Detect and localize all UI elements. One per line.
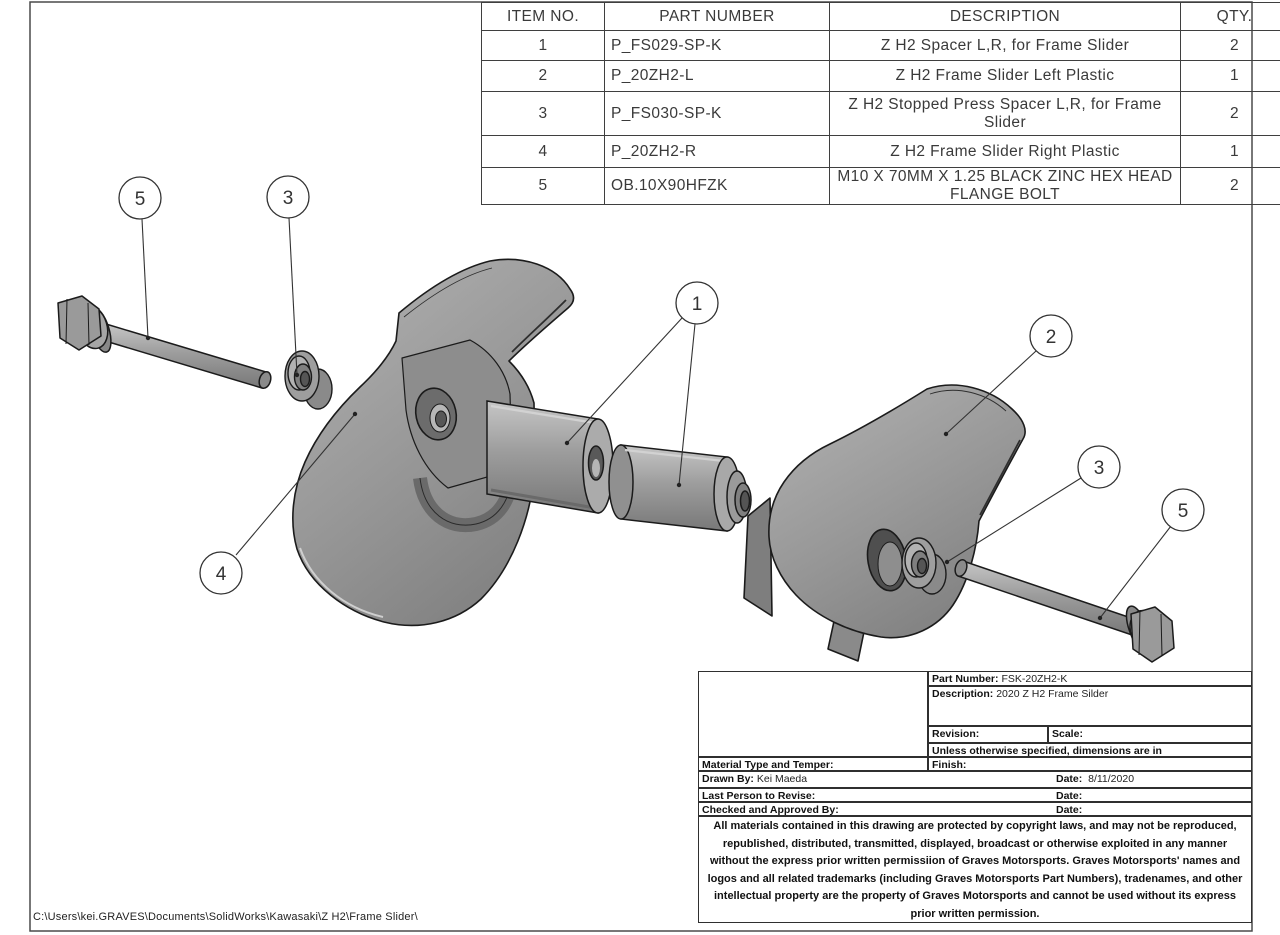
balloon-label: 5: [1178, 501, 1189, 522]
balloon-5-left: 5: [118, 176, 162, 220]
balloon-leaders: [141, 217, 1172, 621]
description-row: Description: 2020 Z H2 Frame Silder: [928, 686, 1252, 726]
bom-qty: 2: [1180, 91, 1280, 136]
balloon-3-left: 3: [266, 175, 310, 219]
balloon-label: 3: [283, 188, 294, 209]
finish-cell: Finish:: [928, 757, 1252, 771]
part-frame-slider-left-plastic: [743, 384, 1026, 662]
bom-header-part-number: PART NUMBER: [604, 2, 830, 31]
part-spacer-left: [486, 400, 614, 514]
bom-part-number: P_FS030-SP-K: [604, 91, 830, 136]
units-note: Unless otherwise specified, dimensions a…: [932, 745, 1162, 757]
bom-part-number: P_20ZH2-L: [604, 60, 830, 92]
logo-box: [698, 671, 928, 757]
bom-description: Z H2 Spacer L,R, for Frame Slider: [829, 30, 1181, 61]
part-number-value: FSK-20ZH2-K: [1001, 673, 1068, 685]
bom-header-row: ITEM NO. PART NUMBER DESCRIPTION QTY.: [481, 2, 1280, 31]
part-flange-bolt-right: [954, 558, 1175, 663]
bom-header-qty: QTY.: [1180, 2, 1280, 31]
balloon-4: 4: [199, 551, 243, 595]
bom-qty: 1: [1180, 135, 1280, 168]
bom-part-number: P_FS029-SP-K: [604, 30, 830, 61]
bom-part-number: OB.10X90HFZK: [604, 167, 830, 205]
revision-label: Revision:: [932, 728, 980, 740]
copyright-line: republished, distributed, transmitted, d…: [722, 837, 1228, 850]
bom-item: 1: [481, 30, 605, 61]
checked-row: Checked and Approved By: Date:: [698, 802, 1252, 816]
copyright-line: prior written permission.: [910, 907, 1040, 920]
scale-cell: Scale:: [1048, 726, 1252, 743]
part-spacer-right: [608, 444, 752, 532]
checked-label: Checked and Approved By:: [702, 804, 839, 816]
part-number-row: Part Number: FSK-20ZH2-K: [928, 671, 1252, 686]
units-note-row: Unless otherwise specified, dimensions a…: [928, 743, 1252, 757]
description-label: Description:: [932, 688, 994, 700]
balloon-label: 4: [216, 564, 227, 585]
copyright-line: without the express prior written permis…: [709, 855, 1241, 868]
part-press-spacer-left: [284, 350, 333, 410]
material-cell: Material Type and Temper:: [698, 757, 928, 771]
part-flange-bolt-left: [57, 295, 272, 390]
part-number-label: Part Number:: [932, 673, 999, 685]
date-label: Date:: [1056, 804, 1083, 816]
bom-qty: 2: [1180, 167, 1280, 205]
bom-description: Z H2 Stopped Press Spacer L,R, for Frame…: [829, 91, 1181, 136]
copyright-notice: All materials contained in this drawing …: [698, 816, 1252, 923]
balloons: 5 3 1 2 3 5 4: [118, 175, 1205, 595]
material-label: Material Type and Temper:: [702, 759, 834, 771]
balloon-label: 3: [1094, 458, 1105, 479]
drawn-date-value: 8/11/2020: [1088, 773, 1135, 785]
balloon-1: 1: [675, 281, 719, 325]
date-label: Date:: [1056, 773, 1083, 785]
bom-header-item: ITEM NO.: [481, 2, 605, 31]
bom-row: 5 OB.10X90HFZK M10 X 70MM X 1.25 BLACK Z…: [481, 167, 1280, 205]
drawn-by-label: Drawn By:: [702, 773, 754, 785]
copyright-line: All materials contained in this drawing …: [713, 820, 1237, 832]
last-revise-row: Last Person to Revise: Date:: [698, 788, 1252, 802]
bom-qty: 1: [1180, 60, 1280, 92]
bom-part-number: P_20ZH2-R: [604, 135, 830, 168]
description-value: 2020 Z H2 Frame Silder: [996, 688, 1109, 700]
part-frame-slider-right-plastic: [292, 258, 575, 627]
bom-header-description: DESCRIPTION: [829, 2, 1181, 31]
balloon-3-right: 3: [1077, 445, 1121, 489]
bom-description: Z H2 Frame Slider Right Plastic: [829, 135, 1181, 168]
title-block: Part Number: FSK-20ZH2-K Description: 20…: [698, 671, 1252, 923]
bom-table: ITEM NO. PART NUMBER DESCRIPTION QTY. 1 …: [481, 2, 1280, 205]
bom-item: 4: [481, 135, 605, 168]
bom-row: 2 P_20ZH2-L Z H2 Frame Slider Left Plast…: [481, 60, 1280, 92]
copyright-line: logos and all related trademarks (includ…: [707, 872, 1243, 885]
bom-qty: 2: [1180, 30, 1280, 61]
balloon-label: 1: [692, 294, 703, 315]
bom-item: 3: [481, 91, 605, 136]
balloon-label: 2: [1046, 327, 1057, 348]
last-revise-label: Last Person to Revise:: [702, 790, 816, 802]
bom-row: 4 P_20ZH2-R Z H2 Frame Slider Right Plas…: [481, 135, 1280, 168]
finish-label: Finish:: [932, 759, 967, 771]
bom-item: 2: [481, 60, 605, 92]
drawn-by-row: Drawn By: Kei Maeda Date: 8/11/2020: [698, 771, 1252, 788]
bom-row: 3 P_FS030-SP-K Z H2 Stopped Press Spacer…: [481, 91, 1280, 136]
date-label: Date:: [1056, 790, 1083, 802]
balloon-2: 2: [1029, 314, 1073, 358]
scale-label: Scale:: [1052, 728, 1083, 740]
copyright-line: intellectual property are the property o…: [714, 890, 1236, 903]
part-press-spacer-right: [901, 537, 947, 595]
bom-item: 5: [481, 167, 605, 205]
file-path: C:\Users\kei.GRAVES\Documents\SolidWorks…: [33, 911, 418, 923]
balloon-5-right: 5: [1161, 488, 1205, 532]
bom-description: M10 X 70MM X 1.25 BLACK ZINC HEX HEAD FL…: [829, 167, 1181, 205]
drawn-by-value: Kei Maeda: [756, 773, 808, 785]
revision-cell: Revision:: [928, 726, 1048, 743]
balloon-label: 5: [135, 189, 146, 210]
bom-row: 1 P_FS029-SP-K Z H2 Spacer L,R, for Fram…: [481, 30, 1280, 61]
bom-description: Z H2 Frame Slider Left Plastic: [829, 60, 1181, 92]
